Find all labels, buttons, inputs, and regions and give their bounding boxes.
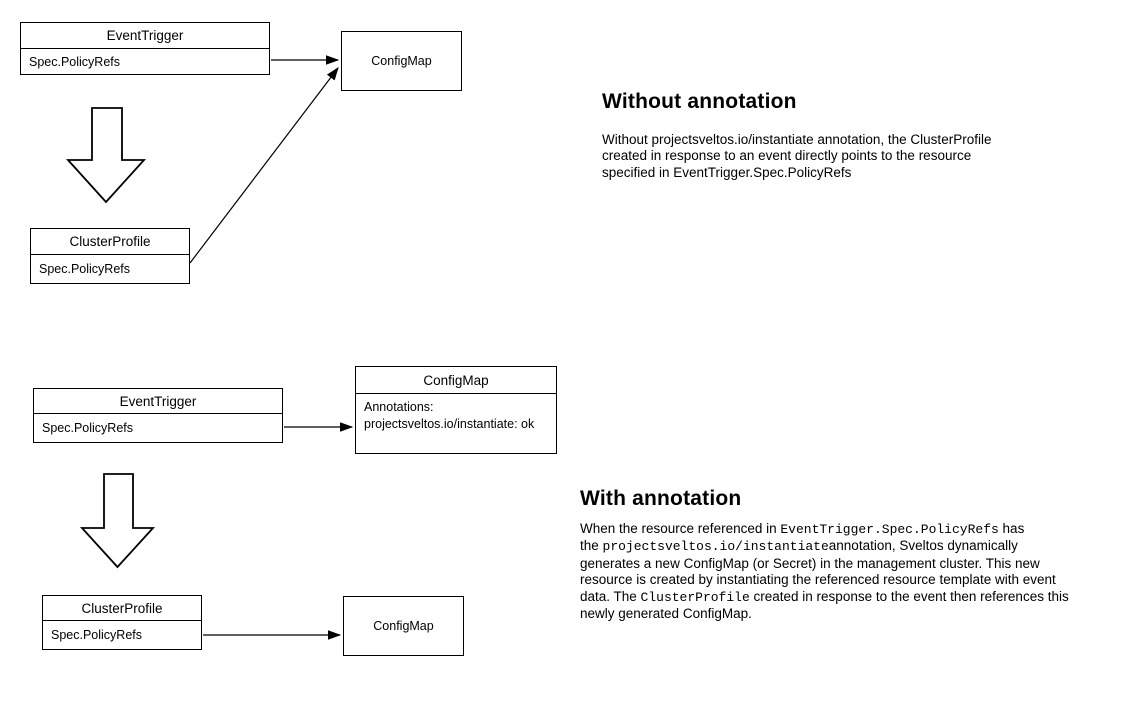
clusterprofile-title-1: ClusterProfile — [31, 229, 189, 255]
clusterprofile-field-1: Spec.PolicyRefs — [39, 262, 131, 276]
big-down-arrow-1 — [65, 107, 147, 204]
eventtrigger-field-1: Spec.PolicyRefs — [29, 54, 121, 69]
configmap-box-1: ConfigMap — [341, 31, 462, 91]
eventtrigger-box-1: EventTrigger Spec.PolicyRefs — [20, 22, 270, 75]
eventtrigger-title-2: EventTrigger — [34, 389, 282, 414]
configmap-box-2: ConfigMap — [343, 596, 464, 656]
clusterprofile-box-1: ClusterProfile Spec.PolicyRefs — [30, 228, 190, 284]
configmap-annotated-box: ConfigMap Annotations: projectsveltos.io… — [355, 366, 557, 454]
eventtrigger-box-2: EventTrigger Spec.PolicyRefs — [33, 388, 283, 443]
configmap-label-2: ConfigMap — [373, 619, 434, 633]
configmap-label-1: ConfigMap — [371, 54, 432, 68]
clusterprofile-box-2: ClusterProfile Spec.PolicyRefs — [42, 595, 202, 650]
eventtrigger-title-1: EventTrigger — [21, 23, 269, 49]
configmap-annotated-title: ConfigMap — [356, 367, 556, 394]
without-annotation-paragraph: Without projectsveltos.io/instantiate an… — [602, 132, 992, 180]
clusterprofile-field-2: Spec.PolicyRefs — [51, 628, 143, 642]
clusterprofile-title-2: ClusterProfile — [43, 596, 201, 621]
big-down-arrow-2 — [79, 473, 156, 569]
configmap-annotation-text: Annotations: projectsveltos.io/instantia… — [364, 400, 535, 431]
without-annotation-heading: Without annotation — [602, 90, 797, 113]
with-annotation-paragraph: When the resource referenced in EventTri… — [580, 521, 1069, 622]
with-annotation-heading: With annotation — [580, 487, 742, 510]
arrow-clusterprofile-to-configmap-1 — [189, 67, 339, 264]
eventtrigger-field-2: Spec.PolicyRefs — [42, 421, 134, 435]
